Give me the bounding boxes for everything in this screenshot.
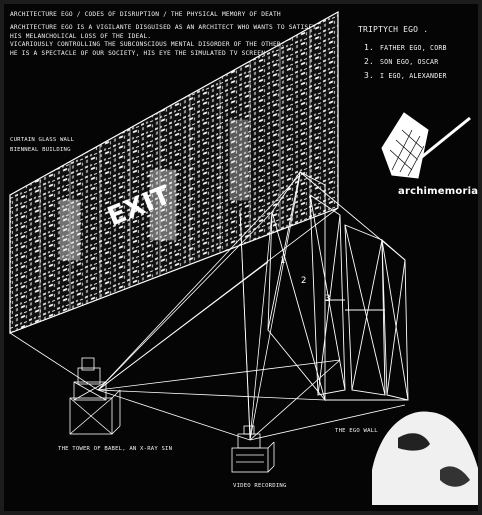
curtain-wall-label: CURTAIN GLASS WALL BIENNEAL BUILDING — [10, 137, 74, 153]
tower-of-babel — [69, 357, 121, 435]
panel-number-2: 2 — [301, 276, 307, 286]
video-label: VIDEO RECORDING — [233, 483, 287, 489]
triptych-title: TRIPTYCH EGO . — [358, 25, 429, 34]
header-title: ARCHITECTURE EGO / CODES OF DISRUPTION /… — [10, 11, 281, 18]
curtain-wall-collage: EXIT — [9, 10, 339, 334]
item-number: 3. — [364, 71, 375, 80]
tower-label: THE TOWER OF BABEL, AN X-RAY SIN — [58, 446, 173, 452]
triptych-item-3: 3. I EGO, ALEXANDER — [364, 69, 447, 83]
item-label: FATHER EGO, CORB — [380, 44, 447, 52]
perspective-lines — [9, 174, 406, 441]
archimemoria-logo — [381, 112, 471, 179]
paragraph-line-1: ARCHITECTURE EGO IS A VIGILANTE DISGUISE… — [10, 24, 317, 31]
panel-number-3: 3 — [325, 294, 331, 304]
ego-wall — [267, 171, 409, 402]
item-number: 1. — [364, 43, 375, 52]
triptych-item-1: 1. FATHER EGO, CORB — [364, 41, 447, 55]
paragraph-line-3: VICARIOUSLY CONTROLLING THE SUBCONSCIOUS… — [10, 41, 285, 49]
item-label: I EGO, ALEXANDER — [380, 72, 447, 80]
video-camera — [231, 425, 275, 473]
ego-wall-label: THE EGO WALL — [335, 428, 378, 434]
curtain-wall-label-line-1: CURTAIN GLASS WALL — [10, 137, 75, 143]
triptych-item-2: 2. SON EGO, OSCAR — [364, 55, 447, 69]
item-number: 2. — [364, 57, 375, 66]
portrait-photo — [372, 411, 478, 505]
intro-paragraph: ARCHITECTURE EGO IS A VIGILANTE DISGUISE… — [10, 24, 316, 58]
panel-number-1: 1 — [280, 256, 286, 266]
paragraph-line-2: HIS MELANCHOLICAL LOSS OF THE IDEAL. — [10, 32, 152, 40]
item-label: SON EGO, OSCAR — [380, 58, 439, 66]
paragraph-line-4: HE IS A SPECTACLE OF OUR SOCIETY, HIS EY… — [10, 49, 266, 57]
curtain-wall-label-line-2: BIENNEAL BUILDING — [10, 147, 71, 153]
triptych-list: 1. FATHER EGO, CORB 2. SON EGO, OSCAR 3. I … — [364, 41, 447, 83]
logo-text: archimemoria — [398, 186, 479, 197]
